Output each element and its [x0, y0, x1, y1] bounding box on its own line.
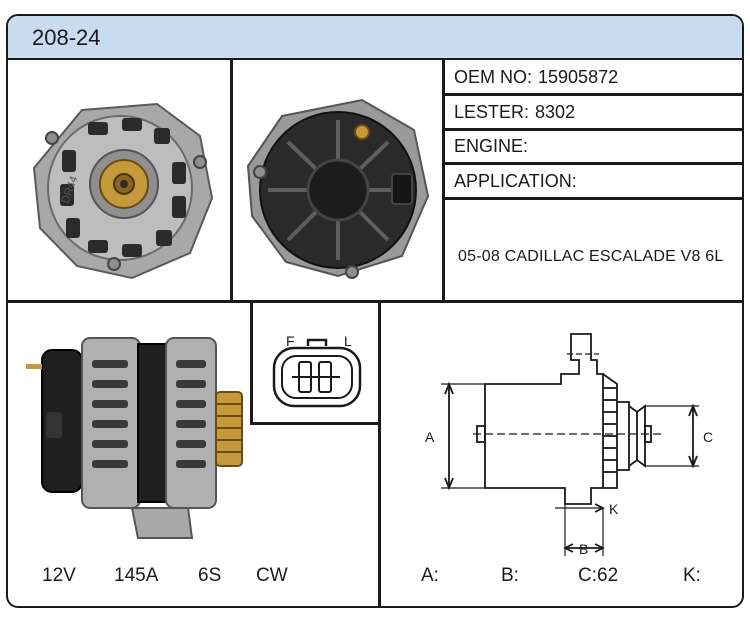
divider [442, 162, 742, 165]
divider [250, 422, 380, 425]
divider [8, 300, 742, 303]
connector-f-label: F [286, 333, 295, 349]
alternator-front-photo: DR44 [32, 102, 214, 280]
dimension-b: B: [501, 565, 519, 586]
application-label: APPLICATION: [454, 171, 577, 191]
connector-l-label: L [344, 333, 352, 349]
dimension-c: C:62 [578, 565, 619, 586]
drawing-label-b: B [579, 541, 588, 557]
alternator-rear-photo [246, 98, 430, 279]
voltage-spec: 12V [42, 565, 76, 586]
oem-label: OEM NO: [454, 67, 533, 87]
product-spec-sheet: 208-24 OEM NO:15905872 LESTER:8302 ENGIN… [6, 14, 744, 608]
divider [442, 197, 742, 200]
title-bar: 208-24 [8, 16, 742, 60]
dimension-k: K: [683, 565, 701, 586]
divider [250, 300, 253, 424]
divider [442, 128, 742, 131]
oem-row: OEM NO:15905872 [454, 67, 618, 88]
dimension-a: A: [421, 565, 439, 586]
application-value: 05-08 CADILLAC ESCALADE V8 6L [458, 248, 724, 265]
engine-row: ENGINE: [454, 136, 534, 157]
drawing-label-a: A [425, 429, 435, 445]
part-number: 208-24 [32, 25, 101, 50]
application-row: APPLICATION: [454, 171, 583, 192]
divider [442, 60, 445, 300]
drawing-label-k: K [609, 501, 619, 517]
lester-value: 8302 [535, 102, 576, 122]
amperage-spec: 145A [114, 565, 159, 586]
rotation-spec: CW [256, 565, 288, 586]
divider [230, 60, 233, 300]
alternator-side-photo [26, 337, 243, 539]
engine-label: ENGINE: [454, 136, 529, 156]
connector-diagram: F L [272, 333, 362, 408]
lester-label: LESTER: [454, 102, 530, 122]
drawing-label-c: C [703, 429, 713, 445]
dimension-drawing: A C B K [425, 333, 713, 557]
divider [378, 300, 381, 606]
divider [442, 93, 742, 96]
pulley-spec: 6S [198, 565, 222, 586]
oem-value: 15905872 [538, 67, 619, 87]
lester-row: LESTER:8302 [454, 102, 575, 123]
